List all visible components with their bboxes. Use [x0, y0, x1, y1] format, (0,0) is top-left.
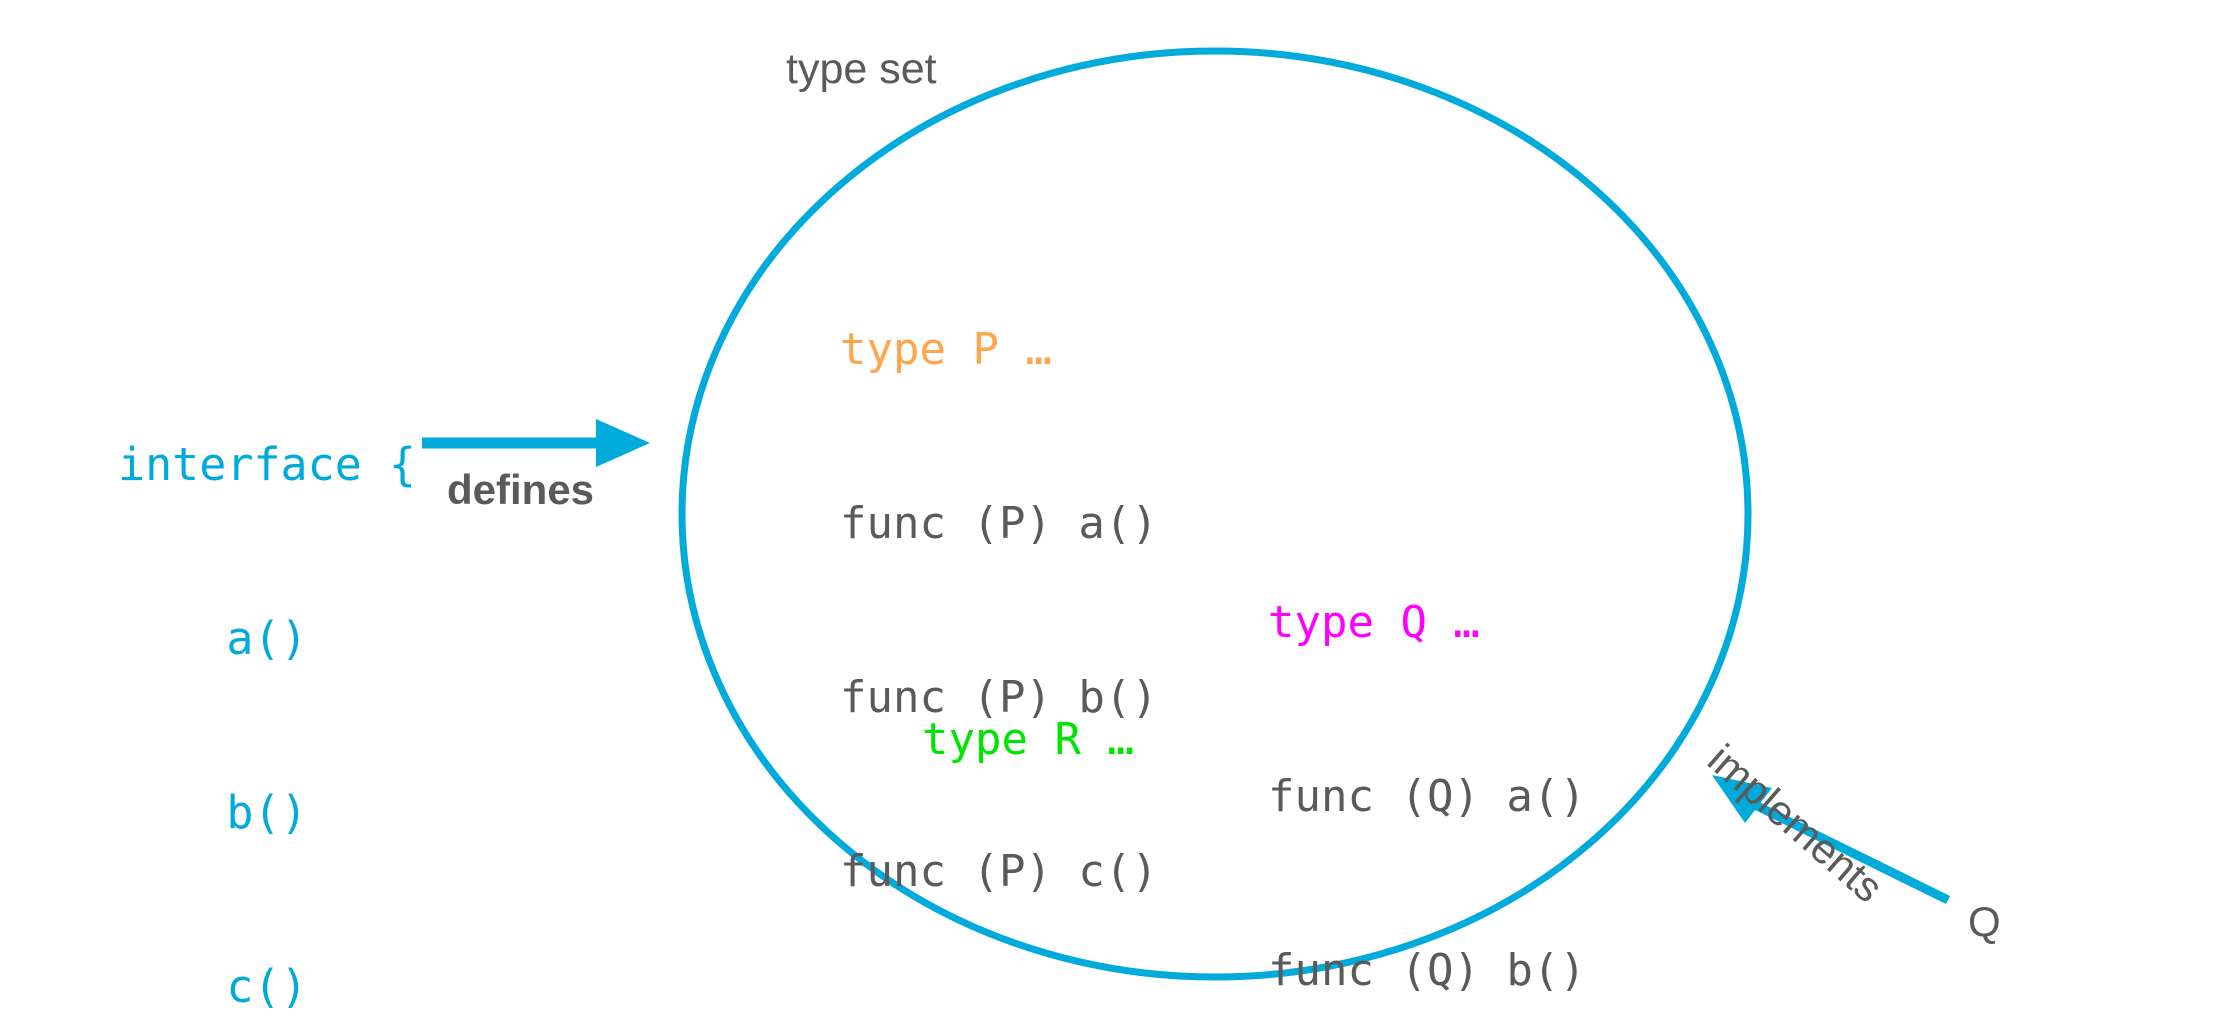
type-p-method: func (P) c() — [840, 846, 1158, 897]
type-p-method: func (P) d() — [840, 1017, 1158, 1024]
type-set-label: type set — [786, 45, 937, 93]
implements-arrow-label: implements — [1699, 735, 1893, 912]
type-p-method: func (P) b() — [840, 672, 1158, 723]
type-p-method: func (P) a() — [840, 498, 1158, 549]
type-q-method: func (Q) b() — [1268, 945, 1586, 996]
type-q-header: type Q … — [1268, 597, 1480, 648]
type-q-method: func (Q) a() — [1268, 771, 1586, 822]
interface-line: b() — [118, 786, 308, 839]
type-q-code-block: type Q … func (Q) a() func (Q) b() func … — [1268, 478, 1586, 1024]
interface-line: interface { — [118, 438, 417, 491]
interface-line: c() — [118, 960, 308, 1013]
type-p-header: type P … — [840, 324, 1052, 375]
interface-code-block: interface { a() b() c() } — [118, 320, 416, 1024]
defines-arrow — [422, 419, 650, 467]
implements-source-label: Q — [1968, 898, 2001, 945]
type-p-code-block: type P … func (P) a() func (P) b() func … — [840, 205, 1158, 1024]
type-r-header: type R … — [922, 714, 1134, 765]
type-r-code-block: type R … — [922, 595, 1134, 885]
interface-line: a() — [118, 612, 308, 665]
defines-arrow-label: defines — [447, 466, 595, 513]
